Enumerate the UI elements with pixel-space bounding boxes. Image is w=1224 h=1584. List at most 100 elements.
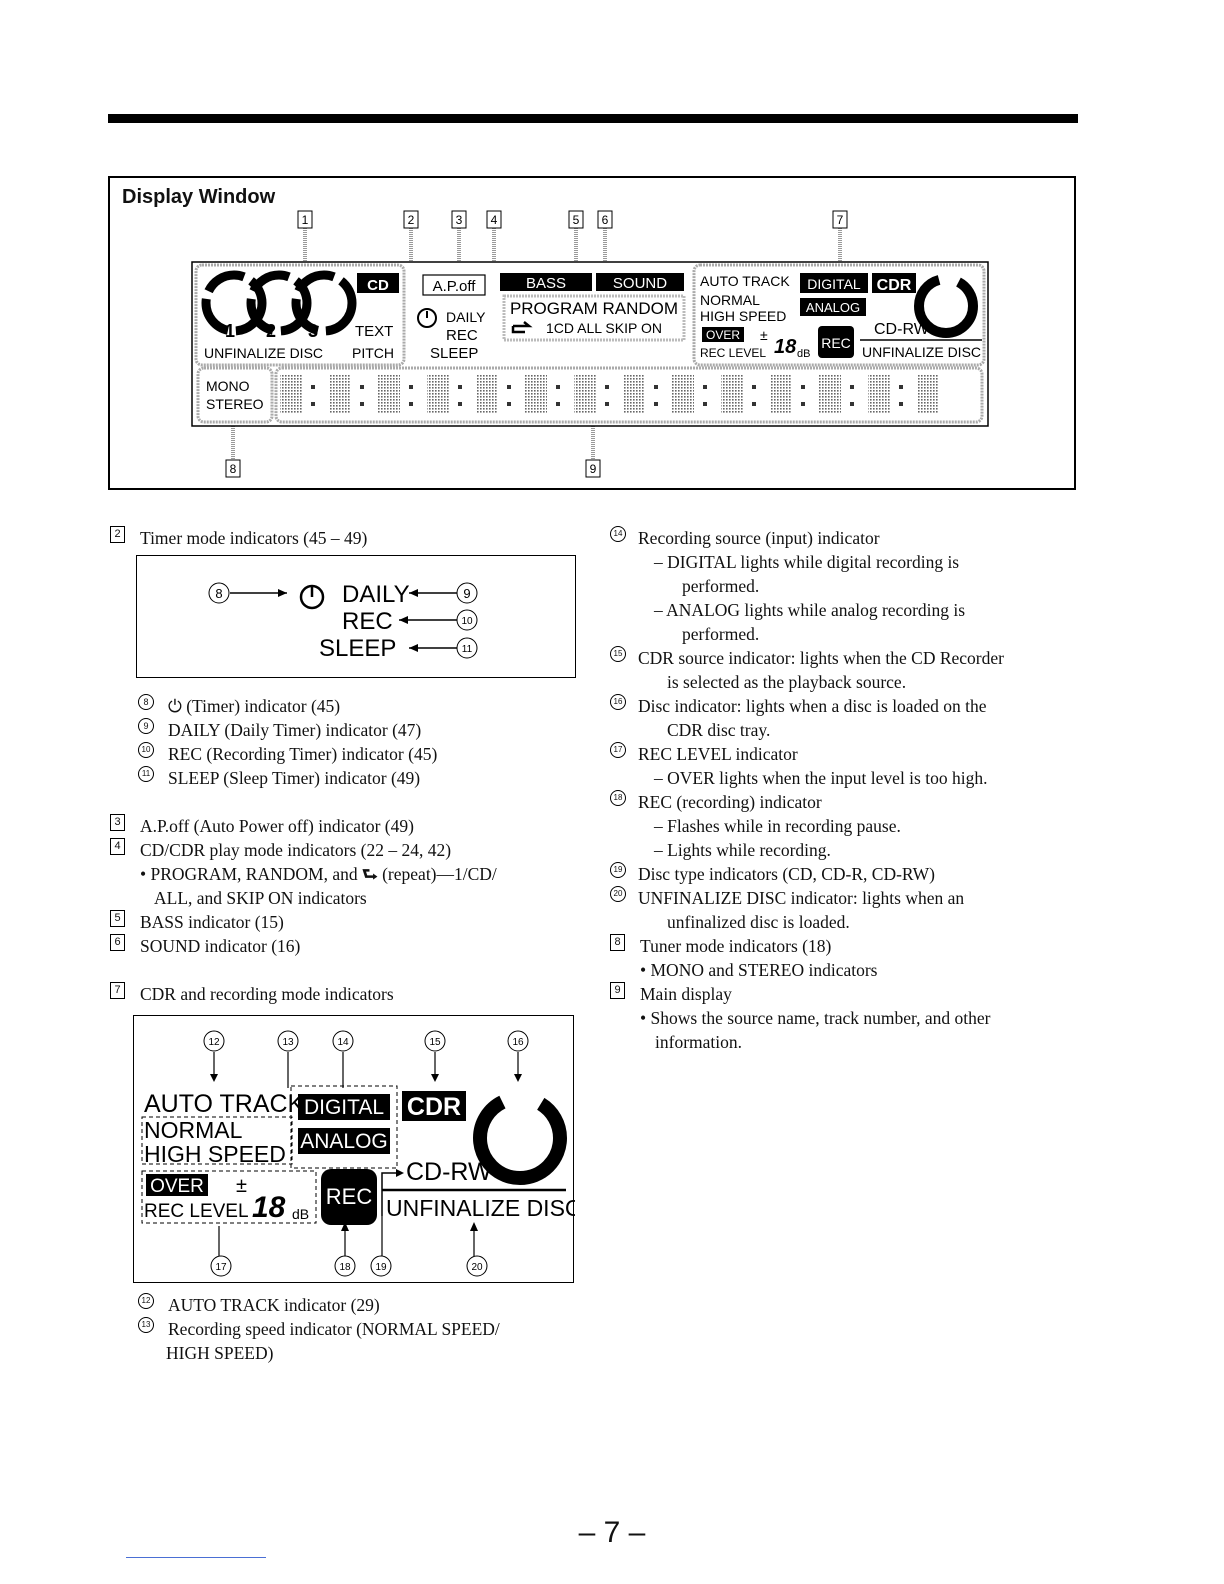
right-line: CDR disc tray.: [667, 720, 771, 740]
svg-text:18: 18: [252, 1191, 286, 1224]
svg-text:REC: REC: [342, 608, 393, 635]
svg-text:REC: REC: [821, 335, 851, 351]
svg-text:CDR: CDR: [407, 1093, 461, 1121]
matrix-colon: [360, 402, 364, 406]
main-dot-matrix-display: [280, 374, 939, 414]
matrix-colon: [850, 402, 854, 406]
matrix-colon: [801, 385, 805, 389]
right-line: – OVER lights when the input level is to…: [654, 768, 988, 788]
right-line: – Lights while recording.: [654, 840, 831, 860]
footer-link-line: [126, 1557, 266, 1558]
svg-text:6: 6: [602, 213, 609, 227]
matrix-colon: [458, 402, 462, 406]
svg-text:11: 11: [462, 644, 473, 655]
svg-text:9: 9: [590, 462, 597, 476]
svg-text:dB: dB: [292, 1206, 309, 1222]
matrix-colon: [311, 385, 315, 389]
svg-text:DIGITAL: DIGITAL: [304, 1096, 384, 1119]
svg-text:CDR: CDR: [877, 277, 912, 294]
display-window-figure: Display Window: [108, 176, 1076, 490]
matrix-colon: [458, 385, 462, 389]
svg-text:15: 15: [429, 1037, 441, 1048]
matrix-colon: [507, 385, 511, 389]
svg-text:17: 17: [215, 1262, 227, 1273]
svg-text:3: 3: [308, 321, 318, 341]
matrix-cell: [770, 374, 792, 414]
svg-text:4: 4: [491, 213, 498, 227]
svg-text:8: 8: [215, 586, 222, 601]
matrix-colon: [654, 385, 658, 389]
right-line: performed.: [682, 576, 760, 596]
matrix-colon: [703, 402, 707, 406]
callout-boxes: 1 2 3 4 5 6 7 8 9: [225, 210, 848, 478]
right-line: information.: [655, 1032, 742, 1052]
matrix-cell: [574, 374, 596, 414]
svg-text:±: ±: [236, 1175, 247, 1197]
matrix-colon: [899, 385, 903, 389]
svg-text:CD-RW: CD-RW: [406, 1158, 492, 1186]
svg-text:14: 14: [337, 1037, 349, 1048]
svg-text:A.P.off: A.P.off: [433, 278, 477, 295]
svg-text:STEREO: STEREO: [206, 396, 264, 412]
svg-text:HIGH SPEED: HIGH SPEED: [144, 1141, 286, 1167]
svg-text:CD-RW: CD-RW: [874, 321, 930, 338]
matrix-colon: [507, 402, 511, 406]
matrix-colon: [801, 402, 805, 406]
svg-text:SLEEP: SLEEP: [430, 345, 478, 362]
matrix-cell: [525, 374, 547, 414]
svg-text:REC: REC: [326, 1184, 373, 1209]
svg-text:ANALOG: ANALOG: [300, 1130, 388, 1153]
svg-text:18: 18: [339, 1262, 351, 1273]
svg-text:7: 7: [837, 213, 844, 227]
matrix-colon: [850, 385, 854, 389]
matrix-colon: [556, 385, 560, 389]
svg-text:SLEEP: SLEEP: [319, 635, 396, 662]
matrix-colon: [899, 402, 903, 406]
right-line: unfinalized disc is loaded.: [667, 912, 850, 932]
svg-text:12: 12: [208, 1037, 220, 1048]
svg-text:3: 3: [456, 213, 463, 227]
matrix-cell: [917, 374, 939, 414]
svg-text:1CD ALL SKIP ON: 1CD ALL SKIP ON: [546, 320, 662, 336]
svg-text:1: 1: [225, 321, 235, 341]
cdr-top-callouts: 12 13 14 15 16: [203, 1030, 529, 1052]
matrix-colon: [360, 385, 364, 389]
matrix-colon: [605, 385, 609, 389]
right-line: – ANALOG lights while analog recording i…: [654, 600, 966, 620]
matrix-cell: [672, 374, 694, 414]
matrix-colon: [556, 402, 560, 406]
matrix-cell: [819, 374, 841, 414]
svg-text:TEXT: TEXT: [355, 323, 393, 340]
svg-text:MONO: MONO: [206, 378, 250, 394]
svg-text:20: 20: [471, 1262, 483, 1273]
display-window-lcd: CD 1 2 3 TEXT UNFINALIZE DISC PITCH A.P.…: [191, 210, 989, 478]
matrix-cell: [721, 374, 743, 414]
item-13-cont: HIGH SPEED): [166, 1343, 274, 1363]
svg-text:1: 1: [302, 213, 309, 227]
svg-text:8: 8: [230, 462, 237, 476]
item-4-bullet-cont: ALL, and SKIP ON indicators: [154, 888, 367, 908]
svg-text:AUTO TRACK: AUTO TRACK: [700, 273, 790, 289]
svg-text:HIGH SPEED: HIGH SPEED: [700, 308, 786, 324]
svg-text:DAILY: DAILY: [342, 581, 410, 608]
timer-diagram: 8 DAILY REC SLEEP 9 10 11: [136, 555, 576, 678]
svg-text:UNFINALIZE DISC: UNFINALIZE DISC: [386, 1195, 575, 1221]
svg-text:PROGRAM RANDOM: PROGRAM RANDOM: [510, 299, 678, 318]
